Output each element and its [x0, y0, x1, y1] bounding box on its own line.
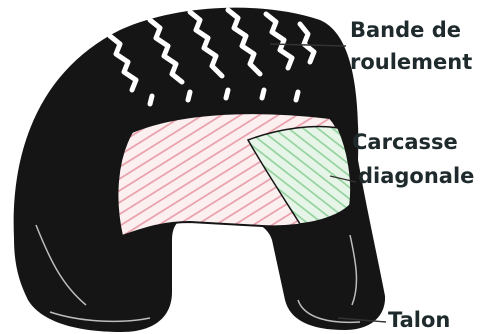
label-carcass-line2: diagonale	[358, 162, 474, 190]
inner-opening	[180, 238, 276, 318]
label-bead: Talon	[388, 306, 450, 334]
label-tread-line2: roulement	[350, 48, 472, 76]
label-tread-line1: Bande de	[350, 16, 461, 44]
label-carcass-line1: Carcasse	[352, 128, 458, 156]
